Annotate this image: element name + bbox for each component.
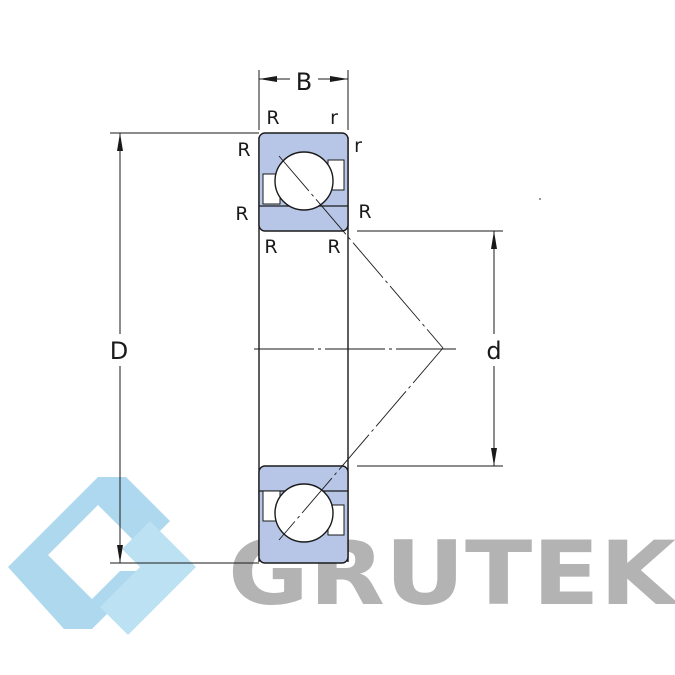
radius-label-bottom-left: R: [264, 236, 277, 258]
outer-label-bg: [104, 334, 134, 366]
contact-line-lower: [278, 347, 444, 541]
radius-label-outer-right: r: [354, 135, 362, 157]
upper-ball: [274, 151, 334, 211]
radius-label-bottom-right: R: [327, 236, 340, 258]
radius-label-mid-right: R: [358, 201, 371, 223]
width-label-bg: [290, 64, 318, 94]
width-label: B: [296, 68, 312, 96]
outer-arrow-top: [117, 133, 123, 151]
width-arrow-left: [259, 76, 277, 82]
outer-diameter-label: D: [110, 337, 128, 365]
width-arrow-right: [330, 76, 348, 82]
contact-line-upper: [278, 155, 444, 349]
radius-label-top-right: r: [330, 107, 338, 129]
bore-arrow-bottom: [491, 448, 497, 466]
radius-label-outer-left: R: [237, 139, 250, 161]
bore-label-bg: [480, 334, 508, 366]
outer-arrow-bottom: [117, 545, 123, 563]
lower-ring-section: [258, 465, 349, 564]
lower-ball: [274, 483, 334, 543]
watermark-logo-inner: [100, 521, 196, 635]
bore-diameter-label: d: [486, 337, 501, 365]
upper-ring-section: [258, 132, 349, 232]
radius-label-mid-left: R: [235, 203, 248, 225]
bore-arrow-top: [491, 231, 497, 249]
radius-label-top-left: R: [266, 107, 279, 129]
construction-lines: [254, 155, 541, 541]
watermark-logo: [8, 477, 196, 635]
